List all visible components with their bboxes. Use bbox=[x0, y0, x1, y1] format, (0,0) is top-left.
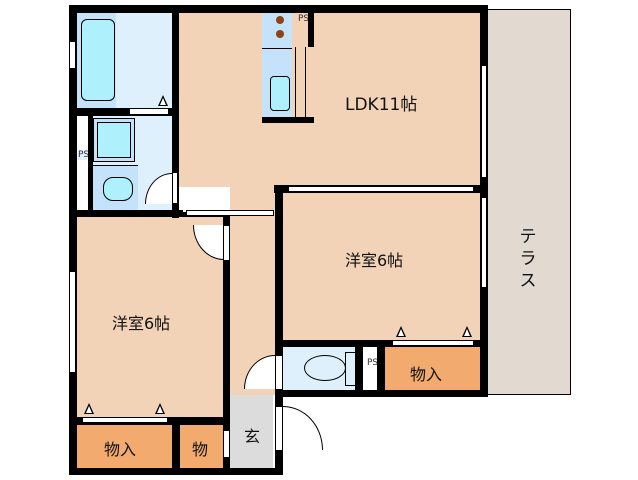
closet-marker-icon bbox=[462, 326, 472, 337]
storage-bottom-left-label: 物入 bbox=[104, 440, 137, 459]
terrace bbox=[487, 9, 571, 395]
entrance-floor bbox=[230, 395, 273, 468]
bath-door[interactable] bbox=[129, 108, 169, 115]
toilet-icon bbox=[103, 177, 133, 201]
wall-left bbox=[69, 5, 77, 475]
storage-right-floor bbox=[385, 347, 480, 390]
door-washroom-leaf bbox=[172, 172, 178, 204]
storage-small-label: 物 bbox=[192, 440, 209, 459]
sink-icon bbox=[270, 76, 290, 111]
western-room-right-label: 洋室6帖 bbox=[345, 251, 404, 270]
front-door[interactable] bbox=[283, 406, 323, 450]
ldk-label: LDK11帖 bbox=[345, 95, 418, 115]
ldk-floor bbox=[179, 13, 480, 187]
storage-bottom-left-floor bbox=[77, 425, 172, 468]
sliding-door-ldk-hall[interactable] bbox=[186, 210, 274, 216]
closet-marker-icon bbox=[84, 403, 94, 414]
sliding-door-ldk-room-right[interactable] bbox=[288, 186, 474, 192]
wall-top bbox=[69, 5, 487, 13]
burner-icon bbox=[276, 30, 284, 38]
storage-right-label: 物入 bbox=[410, 365, 443, 384]
kitchen-counter-line bbox=[305, 47, 306, 117]
kitchen-counter-line bbox=[295, 47, 296, 117]
wall-bath-ldk bbox=[172, 13, 179, 218]
door-storage-small[interactable] bbox=[223, 430, 230, 458]
front-door-leaf bbox=[275, 406, 283, 451]
closet-marker-icon bbox=[155, 403, 165, 414]
wall-hall-left bbox=[223, 217, 230, 475]
wall-toilet-bottom bbox=[275, 390, 488, 397]
closet-door-right[interactable] bbox=[392, 340, 474, 346]
terrace-label: テラス bbox=[519, 227, 537, 291]
wall-room-right-bottom bbox=[275, 340, 488, 347]
burner-icon bbox=[276, 16, 284, 24]
ps-toilet: PS bbox=[367, 358, 379, 368]
wall-washroom-bottom bbox=[69, 210, 183, 217]
western-room-left-floor bbox=[77, 217, 223, 417]
wall-hall-right bbox=[275, 187, 283, 475]
ps-washroom: PS bbox=[78, 150, 90, 160]
toilet-bowl-icon bbox=[304, 355, 346, 381]
window-room-left bbox=[69, 271, 76, 373]
wall-bath-bottom bbox=[77, 108, 172, 116]
entrance-label: 玄 bbox=[244, 427, 261, 446]
western-room-left-label: 洋室6帖 bbox=[112, 314, 171, 333]
door-toilet-leaf bbox=[275, 355, 283, 390]
wall-bottom bbox=[69, 468, 281, 475]
storage-small-floor bbox=[180, 425, 223, 468]
window-bath bbox=[69, 41, 76, 69]
bathtub-icon bbox=[81, 19, 115, 101]
wall-ps-storage bbox=[377, 347, 385, 390]
bath-door-marker-icon bbox=[158, 95, 168, 106]
kitchen-counter-wall bbox=[262, 117, 314, 123]
door-room-left-leaf bbox=[223, 225, 230, 261]
window-ldk bbox=[481, 65, 487, 178]
closet-marker-icon bbox=[396, 326, 406, 337]
wall-toilet-ps bbox=[355, 347, 363, 390]
closet-door-left[interactable] bbox=[82, 417, 168, 423]
window-room-right bbox=[481, 197, 487, 288]
ps-kitchen: PS bbox=[298, 14, 310, 24]
wall-ps-washroom bbox=[88, 116, 93, 211]
kitchen-ps-wall bbox=[308, 13, 314, 47]
wall-storage-divider bbox=[172, 425, 180, 468]
washbasin-icon bbox=[97, 122, 131, 158]
western-room-right-floor bbox=[283, 193, 480, 340]
kitchen-divider bbox=[262, 48, 292, 49]
